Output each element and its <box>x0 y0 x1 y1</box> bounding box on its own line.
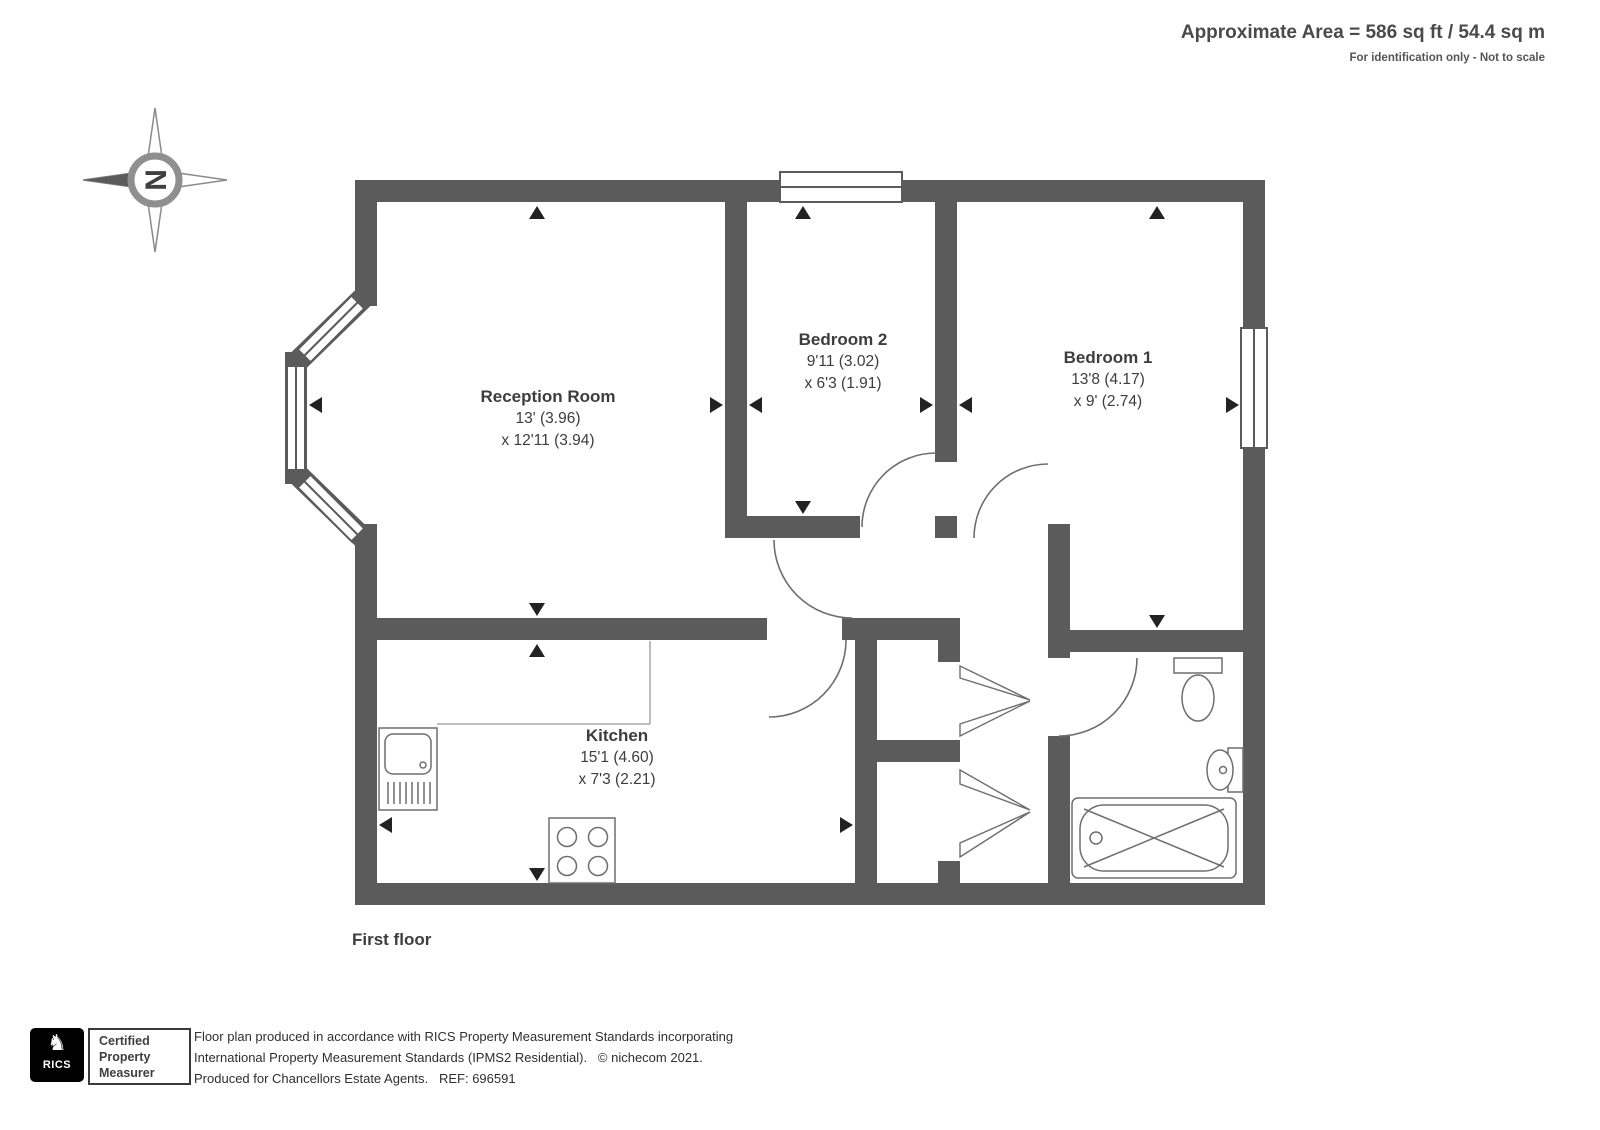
door-arc-bathroom <box>1058 657 1138 737</box>
door-arc-bedroom2 <box>861 452 937 528</box>
room-name: Bedroom 1 <box>1063 348 1153 367</box>
badge-line: Certified <box>99 1034 150 1048</box>
compass-rose-icon: N <box>82 107 228 253</box>
kitchen-counter-line <box>437 641 651 725</box>
window-bedroom2 <box>779 171 903 203</box>
cupboard-doors <box>959 664 1031 859</box>
basin-icon <box>1206 747 1244 793</box>
room-dimension: x 12'11 (3.94) <box>501 432 595 449</box>
certified-property-measurer-badge: Certified Property Measurer <box>88 1028 191 1085</box>
kitchen-sink-icon <box>378 727 438 811</box>
floor-label: First floor <box>352 930 432 949</box>
room-name: Reception Room <box>480 387 616 406</box>
rics-logo-text: RICS <box>42 1059 72 1071</box>
room-dimension: 15'1 (4.60) <box>580 749 654 766</box>
windows <box>286 171 1268 543</box>
window-bay-middle <box>286 365 306 471</box>
room-dimension: 9'11 (3.02) <box>806 353 880 370</box>
door-arc-kitchen <box>768 639 847 718</box>
room-dimension: x 6'3 (1.91) <box>804 375 882 392</box>
compass-north-label: N <box>139 169 172 191</box>
room-label-bedroom2: Bedroom 2 9'11 (3.02) x 6'3 (1.91) <box>683 329 1003 395</box>
fixtures <box>378 657 1244 884</box>
room-dimension: 13' (3.96) <box>515 410 581 427</box>
toilet-icon <box>1173 657 1223 722</box>
window-bay-bottom <box>296 473 366 543</box>
disclaimer-text: For identification only - Not to scale <box>1349 52 1545 64</box>
footer-line-3: Produced for Chancellors Estate Agents. … <box>194 1071 516 1086</box>
rics-lion-icon: ♞ <box>47 1030 67 1055</box>
room-name: Bedroom 2 <box>798 330 888 349</box>
footer-line-2: International Property Measurement Stand… <box>194 1050 703 1065</box>
room-dimension: x 9' (2.74) <box>1073 393 1143 410</box>
bath-icon <box>1071 797 1237 879</box>
door-arc-reception <box>773 539 853 619</box>
room-dimension: x 7'3 (2.21) <box>578 771 656 788</box>
room-label-kitchen: Kitchen 15'1 (4.60) x 7'3 (2.21) <box>457 725 777 791</box>
footer-line-1: Floor plan produced in accordance with R… <box>194 1029 734 1044</box>
footer-disclaimer: Floor plan produced in accordance with R… <box>194 1026 733 1089</box>
door-arcs <box>768 452 1138 737</box>
door-arc-bedroom1 <box>973 463 1049 539</box>
hob-icon <box>548 817 616 884</box>
window-bedroom1 <box>1240 327 1268 449</box>
badge-line: Measurer <box>99 1066 155 1080</box>
rics-logo: ♞ RICS <box>30 1028 84 1082</box>
badge-line: Property <box>99 1050 151 1064</box>
room-label-bedroom1: Bedroom 1 13'8 (4.17) x 9' (2.74) <box>948 347 1268 413</box>
room-name: Kitchen <box>585 726 649 745</box>
window-bay-top <box>296 294 366 364</box>
approximate-area-text: Approximate Area = 586 sq ft / 54.4 sq m <box>1180 22 1545 43</box>
measurement-arrows <box>309 206 1239 881</box>
room-dimension: 13'8 (4.17) <box>1071 371 1145 388</box>
room-label-reception: Reception Room 13' (3.96) x 12'11 (3.94) <box>388 386 708 452</box>
walls <box>285 180 1265 905</box>
